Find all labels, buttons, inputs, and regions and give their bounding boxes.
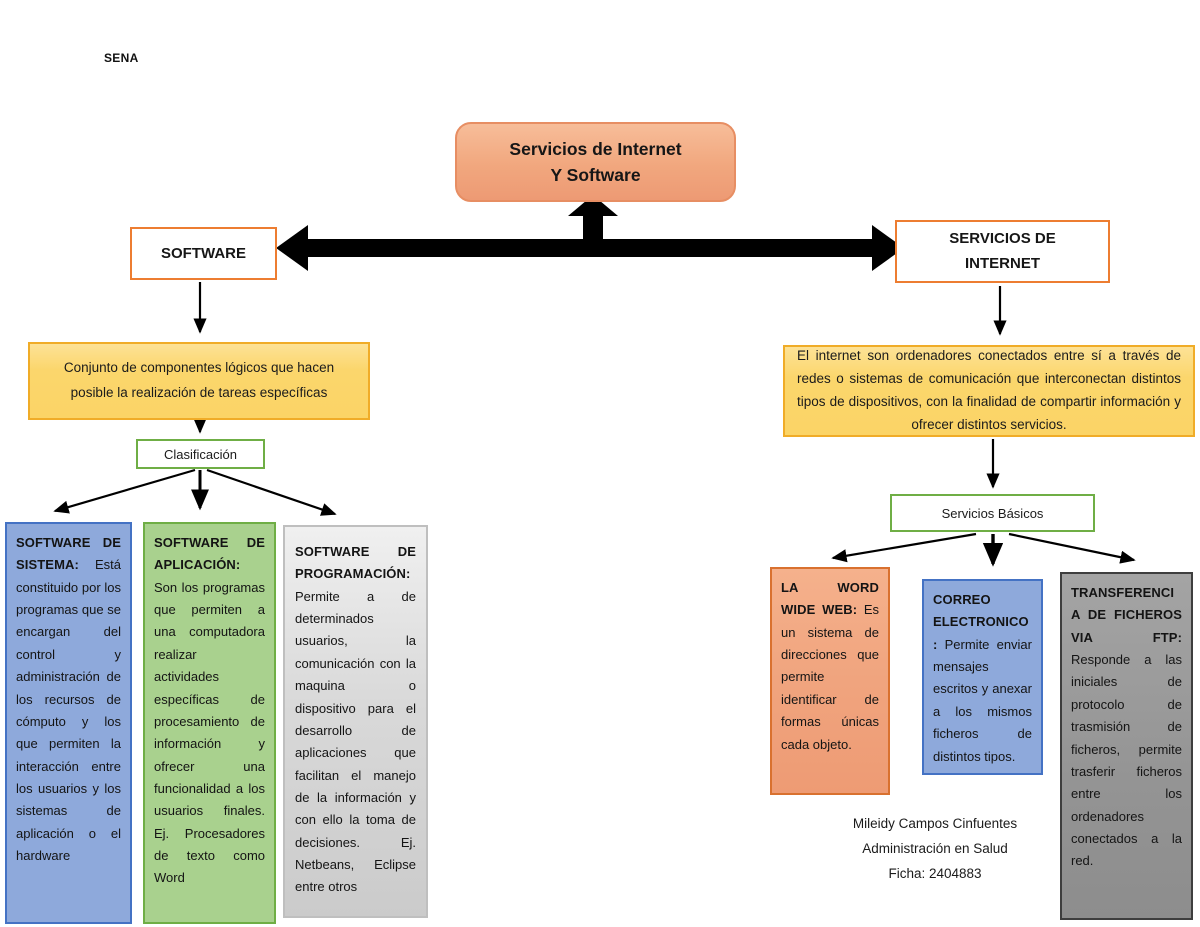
- software-definition-text: Conjunto de componentes lógicos que hace…: [63, 360, 335, 400]
- www-body: Es un sistema de direcciones que permite…: [781, 602, 879, 752]
- root-node: Servicios de Internet Y Software: [455, 122, 736, 202]
- ftp-card: TRANSFERENCIA DE FICHEROS VIA FTP: Respo…: [1060, 572, 1193, 920]
- clasificacion-label: Clasificación: [164, 446, 237, 462]
- software-node-label: SOFTWARE: [161, 245, 246, 262]
- software-programacion-title: SOFTWARE DE PROGRAMACIÓN:: [295, 544, 416, 582]
- internet-node-label-line1: SERVICIOS DE: [949, 229, 1056, 247]
- root-title-line2: Y Software: [550, 165, 641, 185]
- correo-title: CORREO ELECTRONICO:: [933, 592, 1029, 652]
- software-definition-box: Conjunto de componentes lógicos que hace…: [28, 342, 370, 420]
- www-card: LA WORD WIDE WEB: Es un sistema de direc…: [770, 567, 890, 795]
- ftp-body: Responde a las iniciales de protocolo de…: [1071, 652, 1182, 869]
- root-title-line1: Servicios de Internet: [509, 138, 682, 159]
- internet-definition-text: El internet son ordenadores conectados e…: [797, 348, 1181, 432]
- connector-clasificacion-to-sistema: [53, 468, 196, 514]
- credits-author: Mileidy Campos Cinfuentes: [852, 816, 1018, 831]
- credits-program: Administración en Salud: [862, 840, 1008, 856]
- software-sistema-body: Está constituido por los programas que s…: [16, 557, 121, 864]
- www-title: LA WORD WIDE WEB:: [781, 580, 879, 618]
- correo-card: CORREO ELECTRONICO: Permite enviar mensa…: [922, 579, 1043, 775]
- connector-servicios-to-ftp: [1008, 532, 1136, 564]
- software-programacion-card: SOFTWARE DE PROGRAMACIÓN: Permite a de d…: [283, 525, 428, 918]
- software-sistema-card: SOFTWARE DE SISTEMA: Está constituido po…: [5, 522, 132, 924]
- software-sistema-title: SOFTWARE DE SISTEMA:: [16, 535, 121, 573]
- internet-node-label-line2: INTERNET: [965, 254, 1040, 272]
- ftp-title: TRANSFERENCIA DE FICHEROS VIA FTP:: [1071, 585, 1182, 645]
- connector-clasificacion-to-programacion: [206, 468, 337, 516]
- software-node: SOFTWARE: [130, 227, 277, 280]
- clasificacion-node: Clasificación: [136, 439, 265, 469]
- credits-block: Mileidy Campos Cinfuentes Administración…: [800, 812, 1070, 887]
- connector-servicios-to-www: [831, 532, 977, 563]
- credits-ficha: Ficha: 2404883: [888, 865, 982, 881]
- correo-body: Permite enviar mensajes escritos y anexa…: [933, 636, 1032, 764]
- sena-label: SENA: [104, 51, 139, 65]
- software-programacion-body: Permite a de determinados usuarios, la c…: [295, 588, 416, 895]
- software-aplicacion-title: SOFTWARE DE APLICACIÓN:: [154, 535, 265, 573]
- internet-node: SERVICIOS DE INTERNET: [895, 220, 1110, 283]
- software-aplicacion-body: Son los programas que permiten a una com…: [154, 579, 265, 886]
- trunk-double-arrow: [276, 195, 904, 271]
- internet-definition-box: El internet son ordenadores conectados e…: [783, 345, 1195, 437]
- software-aplicacion-card: SOFTWARE DE APLICACIÓN: Son los programa…: [143, 522, 276, 924]
- servicios-basicos-label: Servicios Básicos: [941, 505, 1044, 521]
- servicios-basicos-node: Servicios Básicos: [890, 494, 1095, 532]
